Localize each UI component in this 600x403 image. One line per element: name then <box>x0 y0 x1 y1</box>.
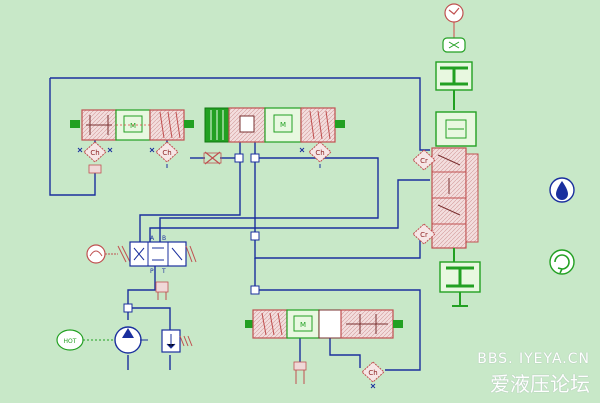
hydraulic-pump[interactable] <box>114 326 148 354</box>
mechanical-coupling-top[interactable] <box>435 61 473 110</box>
check-valve-2[interactable]: Ch <box>149 141 179 168</box>
line-relief <box>128 307 171 330</box>
pressure-label-2: Cr <box>420 231 428 239</box>
check-label-3: Ch <box>315 149 324 157</box>
check-valve-3[interactable]: Ch <box>299 141 332 168</box>
main-directional-valve[interactable]: A B P T <box>86 235 197 275</box>
line-valve-a <box>139 140 241 242</box>
model-tool-button[interactable] <box>549 249 575 275</box>
check-valve-1[interactable]: Ch <box>77 141 113 174</box>
check-label-1: Ch <box>90 149 99 157</box>
check-label-2: Ch <box>162 149 171 157</box>
signal-lines <box>116 22 455 126</box>
motor-label-2: M <box>280 121 286 129</box>
junctions <box>123 153 260 313</box>
line-rotary-return <box>149 179 430 242</box>
pressure-valve-upper[interactable]: Cr <box>412 149 436 171</box>
rotary-sensor[interactable] <box>442 3 466 53</box>
droplet-icon <box>556 181 568 200</box>
line-b-port <box>159 157 379 242</box>
relief-valve[interactable] <box>161 329 193 353</box>
check-valve-4[interactable]: Ch <box>361 361 385 389</box>
hot-label: HOT <box>64 338 77 345</box>
rotary-actuator[interactable] <box>435 111 477 147</box>
upper-center-valve-assembly[interactable]: M <box>204 107 345 143</box>
watermark-site: BBS. IYEYA.CN <box>477 351 590 367</box>
port-b-label: B <box>162 235 166 242</box>
hot-source[interactable]: HOT <box>56 329 114 351</box>
port-a-label: A <box>150 235 155 242</box>
line-left-return <box>49 78 96 196</box>
pressure-valve-lower[interactable]: Cr <box>412 223 436 245</box>
check-label-4: Ch <box>368 369 377 377</box>
line-tank <box>127 355 171 370</box>
motor-label: M <box>130 122 136 130</box>
directional-valve-stack[interactable] <box>431 147 479 249</box>
orifice-mid[interactable] <box>203 151 222 165</box>
port-t-label: T <box>161 268 166 275</box>
line-top-loop <box>50 77 430 151</box>
fluid-tool-button[interactable] <box>549 177 575 203</box>
line-bottom-loop <box>254 258 421 371</box>
valve-drain[interactable] <box>155 281 169 300</box>
pressure-label-1: Cr <box>420 157 428 165</box>
lower-drain[interactable] <box>293 361 307 384</box>
line-lower-valve <box>329 338 361 368</box>
mechanical-coupling-bottom[interactable] <box>439 248 481 307</box>
cycle-icon <box>554 254 570 274</box>
motor-label-3: M <box>300 321 306 329</box>
port-p-label: P <box>150 268 154 275</box>
watermark-forum: 爱液压论坛 <box>490 372 590 396</box>
lower-valve-assembly[interactable]: M <box>245 309 403 339</box>
